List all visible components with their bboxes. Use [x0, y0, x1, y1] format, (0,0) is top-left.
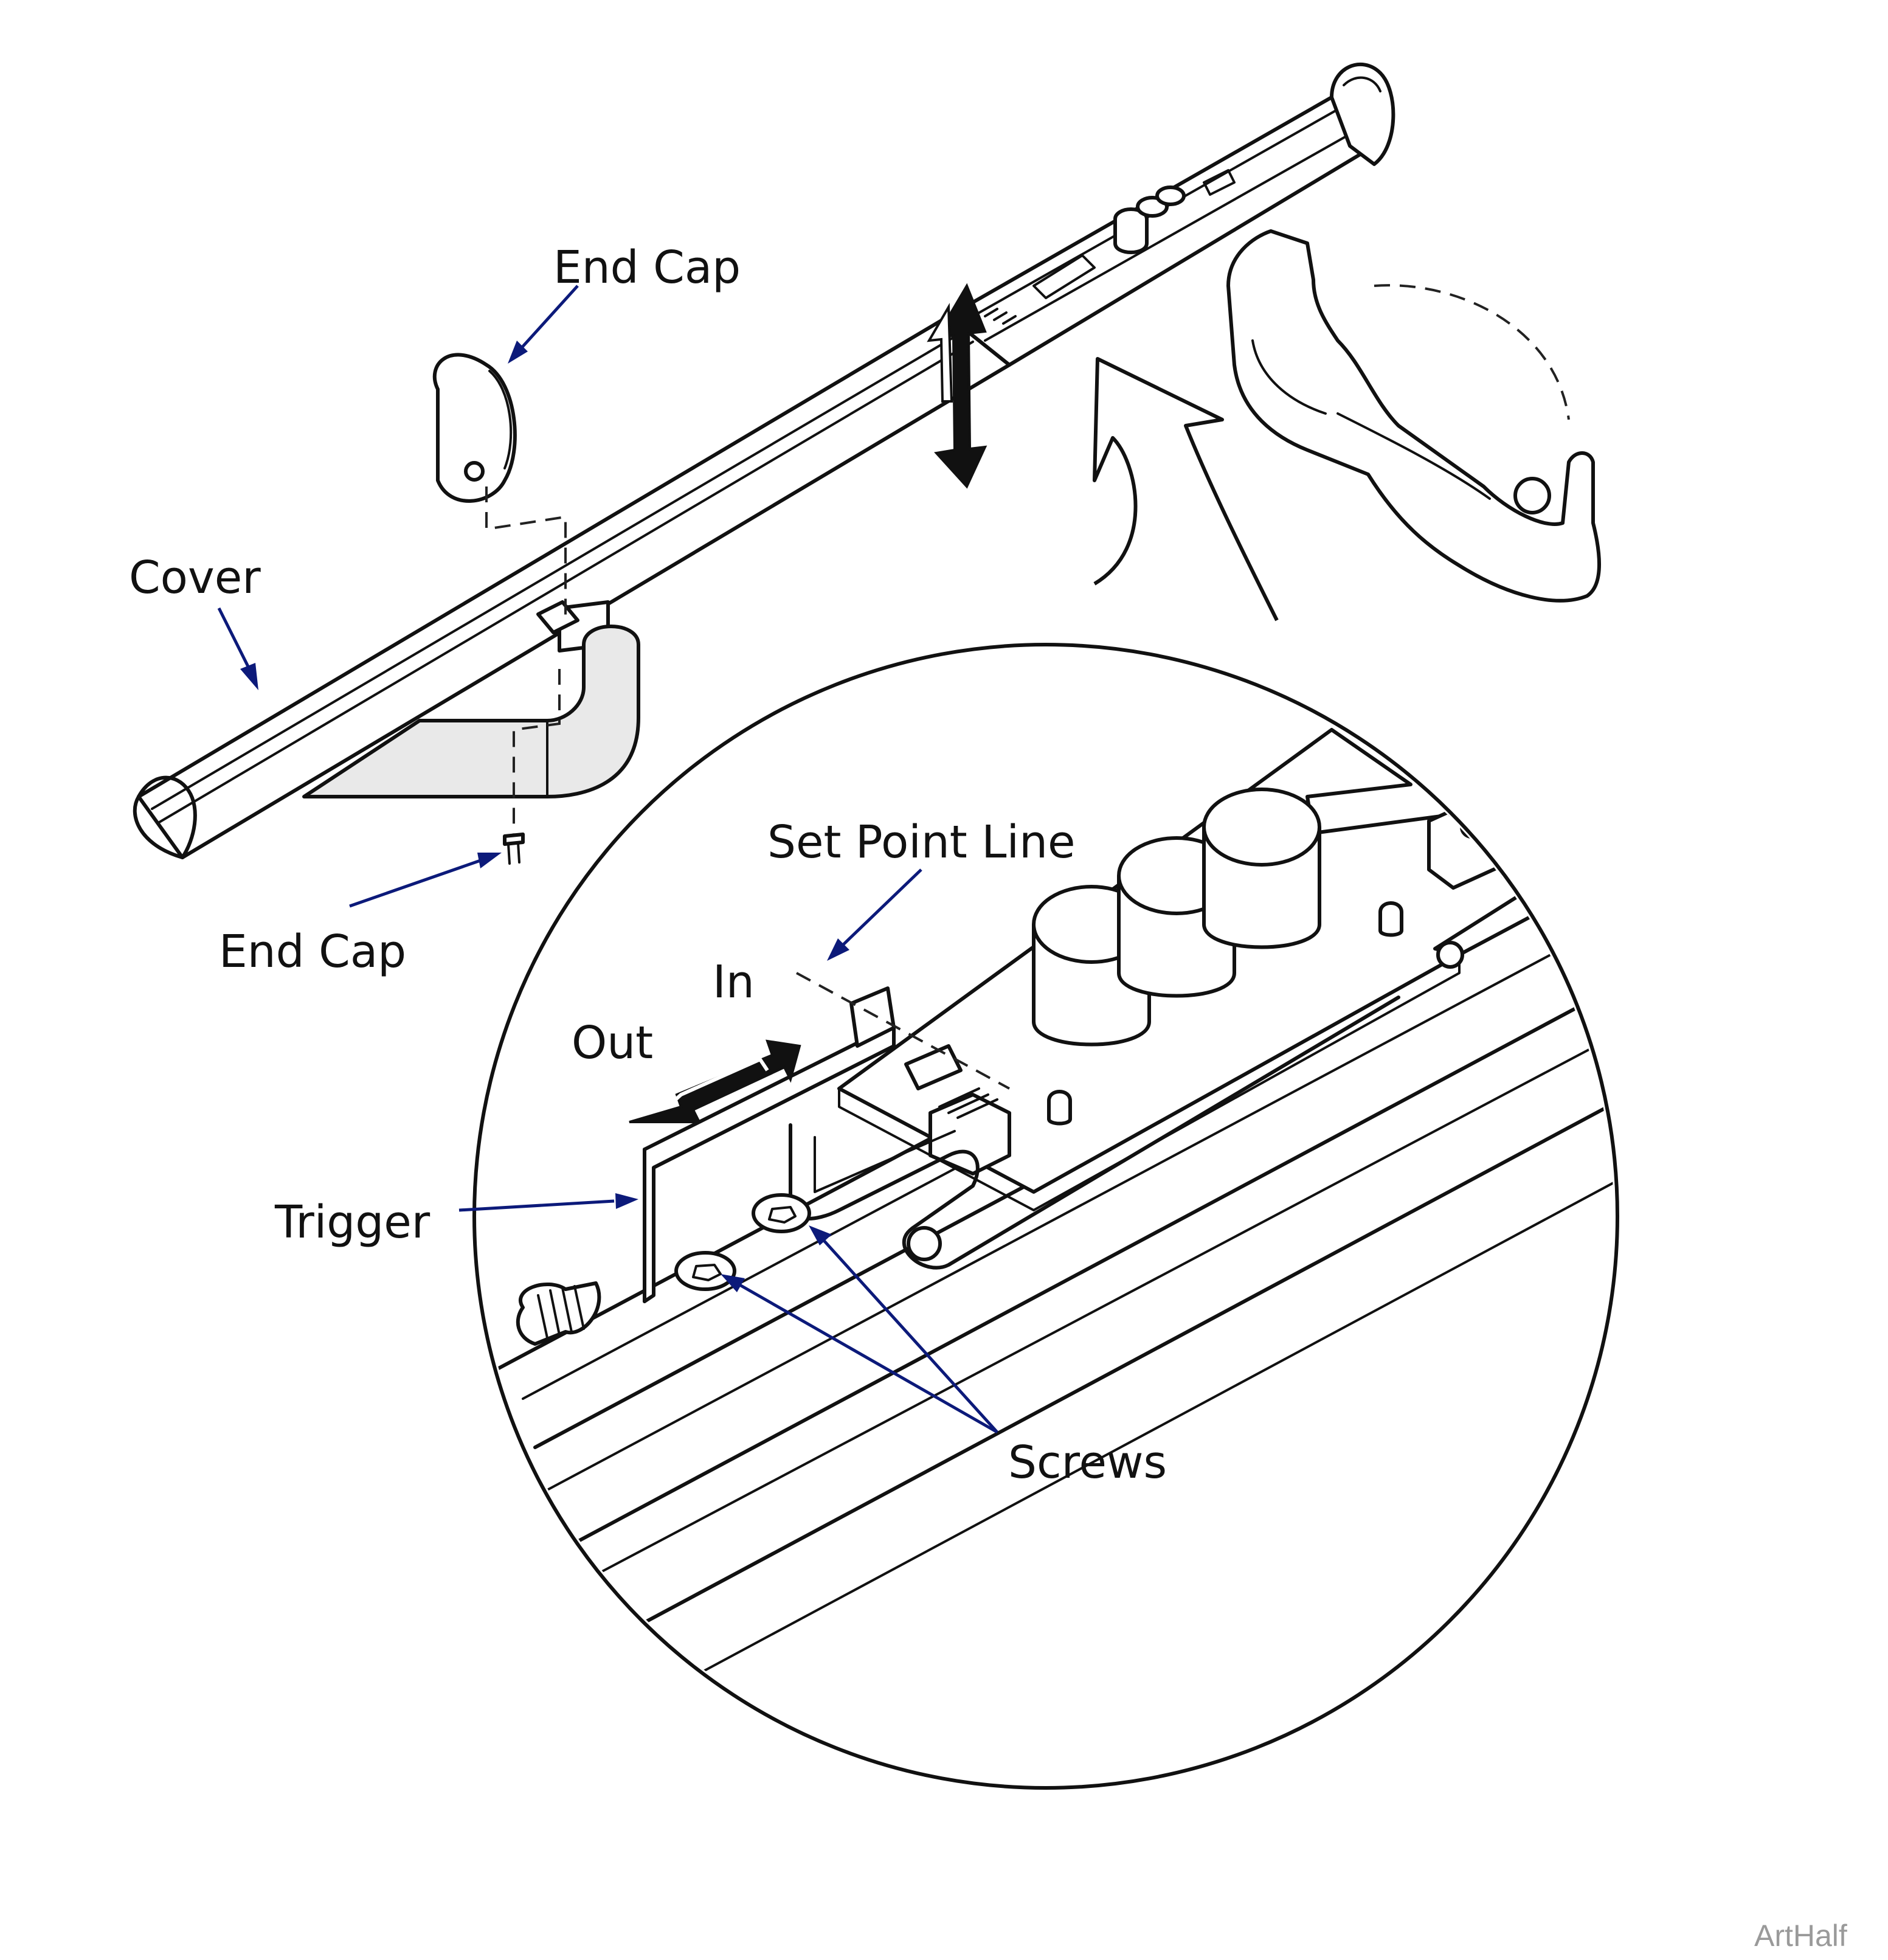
label-cover: Cover: [129, 552, 261, 604]
trigger-plate: [643, 986, 896, 1303]
in-out-arrow: [629, 1039, 801, 1123]
screw-1: [674, 1251, 736, 1291]
label-end-cap-top: End Cap: [553, 241, 741, 294]
up-down-arrow: [927, 283, 987, 489]
label-out: Out: [572, 1017, 653, 1069]
detail-pointer: [1093, 357, 1279, 622]
label-set-point-line: Set Point Line: [767, 816, 1076, 868]
label-in: In: [713, 956, 755, 1008]
end-cap-part: [432, 353, 567, 839]
label-screws: Screws: [1008, 1436, 1167, 1489]
end-cap-screw: [503, 833, 525, 865]
rail-assembly: [133, 62, 1395, 859]
spring: [516, 1281, 601, 1346]
callout-lines: [217, 285, 998, 1434]
label-trigger: Trigger: [274, 1196, 431, 1248]
capacitor-3: [1202, 788, 1321, 949]
label-end-cap-bottom: End Cap: [219, 926, 406, 978]
set-point-dashed-line: [796, 972, 1010, 1090]
handle-assembly: [1226, 229, 1601, 603]
watermark: ArtHalf: [1754, 1919, 1847, 1953]
screw-2: [752, 1193, 811, 1233]
detail-view: [472, 643, 1619, 1790]
